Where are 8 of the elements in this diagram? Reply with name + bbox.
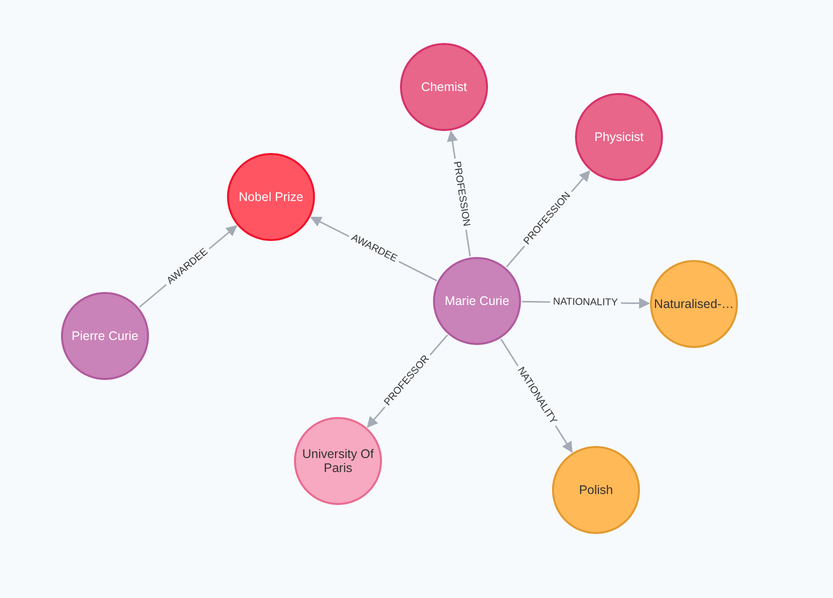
node-label: Physicist xyxy=(594,130,644,144)
node-label: Marie Curie xyxy=(444,294,510,308)
node-label: Chemist xyxy=(421,80,467,94)
node-label: Polish xyxy=(578,482,614,498)
node-label: Nobel Prize xyxy=(238,190,304,204)
node-label: University Of Paris xyxy=(301,446,375,476)
node-label: Naturalised-… xyxy=(654,296,734,312)
node-label: Pierre Curie xyxy=(72,328,138,344)
